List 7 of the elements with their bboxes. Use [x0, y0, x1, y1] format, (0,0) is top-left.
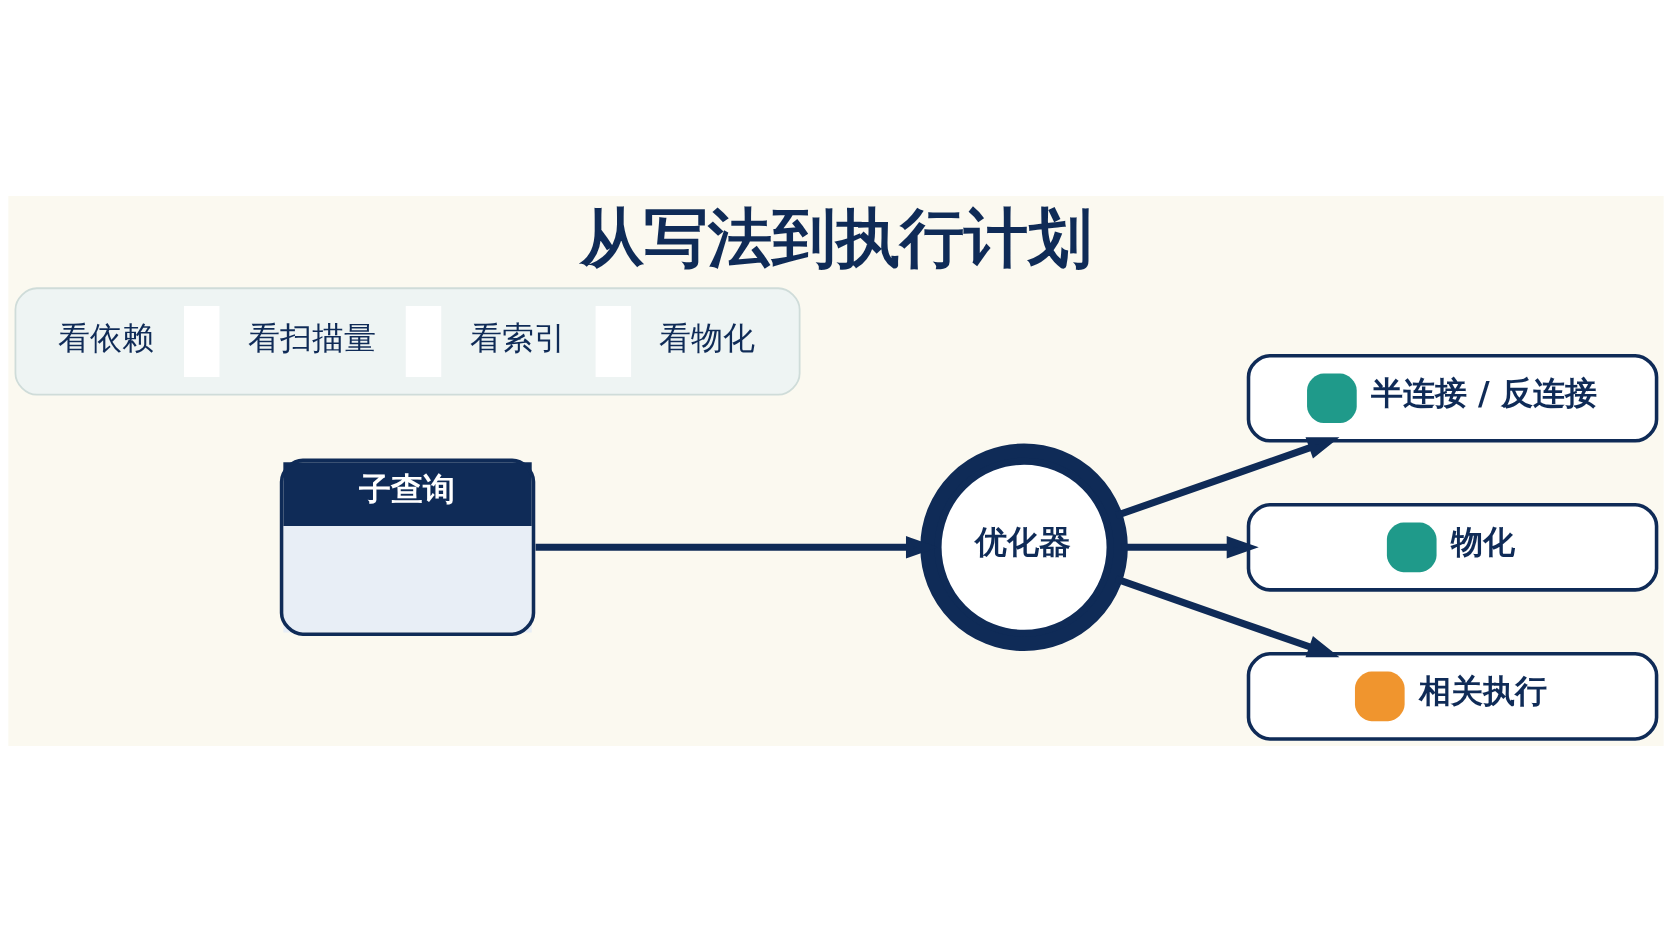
- node-box: 半连接 / 反连接: [1246, 353, 1659, 443]
- node-circle: 优化器: [920, 443, 1128, 651]
- node-box: 相关执行: [1246, 651, 1659, 741]
- arrow: [1121, 535, 1259, 558]
- node-box: 物化: [1246, 502, 1659, 592]
- diagram-title: 从写法到执行计划: [579, 200, 1092, 275]
- node-box: 看依赖 看扫描量 看索引 看物化: [14, 286, 801, 396]
